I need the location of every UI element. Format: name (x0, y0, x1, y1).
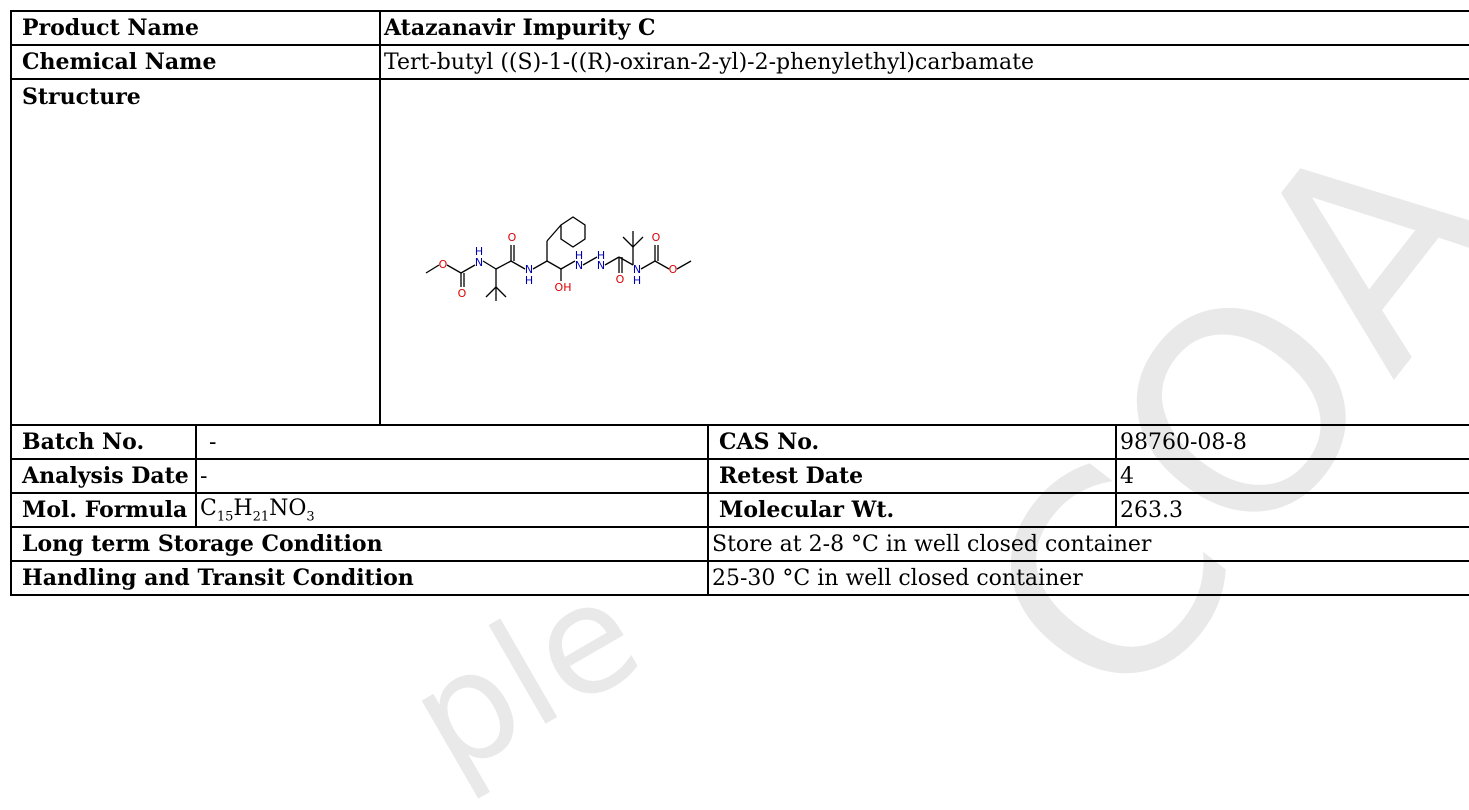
atom-o5: O (652, 231, 661, 244)
row-analysis: Analysis Date - Retest Date 4 (10, 458, 1469, 494)
batch-value: - (195, 424, 709, 460)
atom-n1: N (475, 256, 483, 269)
atom-oh: OH (555, 281, 572, 294)
chemical-structure-drawing: O O H N O N H OH H N H N O N H O O (425, 216, 692, 301)
atom-o1: O (439, 258, 448, 271)
chemical-name-value: Tert-butyl ((S)-1-((R)-oxiran-2-yl)-2-ph… (378, 44, 1469, 80)
atom-n3: N (575, 259, 583, 272)
retest-value: 4 (1114, 458, 1469, 494)
row-structure: Structure (10, 78, 1469, 426)
handling-label: Handling and Transit Condition (10, 560, 709, 596)
atom-o3: O (508, 231, 517, 244)
formula-value: C15H21NO3 (195, 492, 709, 528)
atom-o4: O (616, 273, 625, 286)
atom-h1: H (475, 245, 483, 258)
mw-value: 263.3 (1114, 492, 1469, 528)
structure-label: Structure (10, 78, 381, 426)
atom-o2: O (458, 287, 467, 300)
atom-h2: H (525, 274, 533, 287)
analysis-value: - (195, 458, 709, 494)
atom-n5: N (633, 263, 641, 276)
row-long-storage: Long term Storage Condition Store at 2-8… (10, 526, 1469, 562)
atom-h3: H (575, 249, 583, 262)
atom-o6: O (669, 263, 678, 276)
atom-h5: H (633, 274, 641, 287)
product-name-label: Product Name (10, 10, 381, 46)
product-name-value: Atazanavir Impurity C (378, 10, 1469, 46)
row-formula: Mol. Formula C15H21NO3 Molecular Wt. 263… (10, 492, 1469, 528)
mw-label: Molecular Wt. (707, 492, 1117, 528)
row-chemical-name: Chemical Name Tert-butyl ((S)-1-((R)-oxi… (10, 44, 1469, 80)
row-product-name: Product Name Atazanavir Impurity C (10, 10, 1469, 46)
atom-n2: N (525, 263, 533, 276)
row-batch: Batch No. - CAS No. 98760-08-8 (10, 424, 1469, 460)
batch-label: Batch No. (10, 424, 197, 460)
cas-label: CAS No. (707, 424, 1117, 460)
coa-table: Product Name Atazanavir Impurity C Chemi… (10, 10, 1469, 596)
atom-n4: N (597, 259, 605, 272)
chemical-name-label: Chemical Name (10, 44, 381, 80)
handling-value: 25-30 °C in well closed container (706, 560, 1469, 596)
formula-label: Mol. Formula (10, 492, 197, 528)
row-handling: Handling and Transit Condition 25-30 °C … (10, 560, 1469, 596)
long-storage-value: Store at 2-8 °C in well closed container (706, 526, 1469, 562)
cas-value: 98760-08-8 (1114, 424, 1469, 460)
analysis-label: Analysis Date (10, 458, 197, 494)
long-storage-label: Long term Storage Condition (10, 526, 709, 562)
retest-label: Retest Date (707, 458, 1117, 494)
atom-h4: H (597, 249, 605, 262)
structure-image: O O H N O N H OH H N H N O N H O O (378, 78, 1469, 426)
